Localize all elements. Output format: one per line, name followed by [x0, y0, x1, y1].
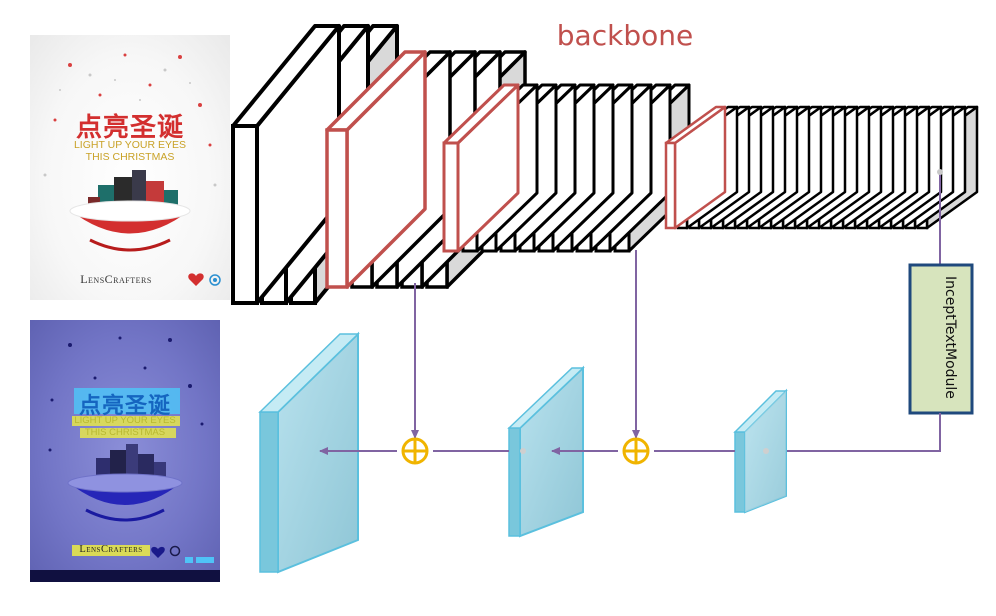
- backbone-transition-layer: [442, 83, 520, 253]
- backbone-stage-4: [664, 105, 979, 230]
- poster-title-zh: 点亮圣诞: [75, 113, 184, 143]
- backbone-layer: [231, 24, 341, 305]
- add-circle-left: [401, 437, 429, 465]
- poster-detected-brand: LensCrafters: [79, 544, 143, 555]
- poster-line-1: LIGHT UP YOUR EYES: [73, 139, 187, 151]
- add-circle-right: [622, 437, 650, 465]
- backbone-transition-layer: [325, 50, 427, 289]
- feature-map-small: [733, 388, 788, 514]
- incept-text-module-label: InceptTextModule: [942, 276, 958, 399]
- backbone-top-feature-dot: [937, 169, 943, 175]
- poster-decorations: [43, 53, 221, 286]
- module-to-feature-arrow: [775, 413, 941, 455]
- poster-brand: LensCrafters: [80, 272, 152, 286]
- backbone-label: backbone: [557, 19, 693, 52]
- feature-map-large: [258, 331, 360, 574]
- input-image-detected: 点亮圣诞 LIGHT UP YOUR EYES THIS CHRISTMAS L…: [30, 320, 220, 582]
- poster-detected-line-1: LIGHT UP YOUR EYES: [74, 415, 176, 426]
- backbone-stage-3: [442, 83, 691, 253]
- poster-detected-decorations: [30, 336, 220, 582]
- poster-detected-line-2: THIS CHRISTMAS: [84, 427, 166, 438]
- incept-text-module: InceptTextModule: [908, 263, 974, 415]
- input-image-original: 点亮圣诞 LIGHT UP YOUR EYES THIS CHRISTMAS L…: [30, 35, 230, 300]
- poster-detected-title-zh: 点亮圣诞: [78, 394, 171, 419]
- poster-line-2: THIS CHRISTMAS: [85, 151, 175, 163]
- backbone-transition-layer: [664, 105, 727, 230]
